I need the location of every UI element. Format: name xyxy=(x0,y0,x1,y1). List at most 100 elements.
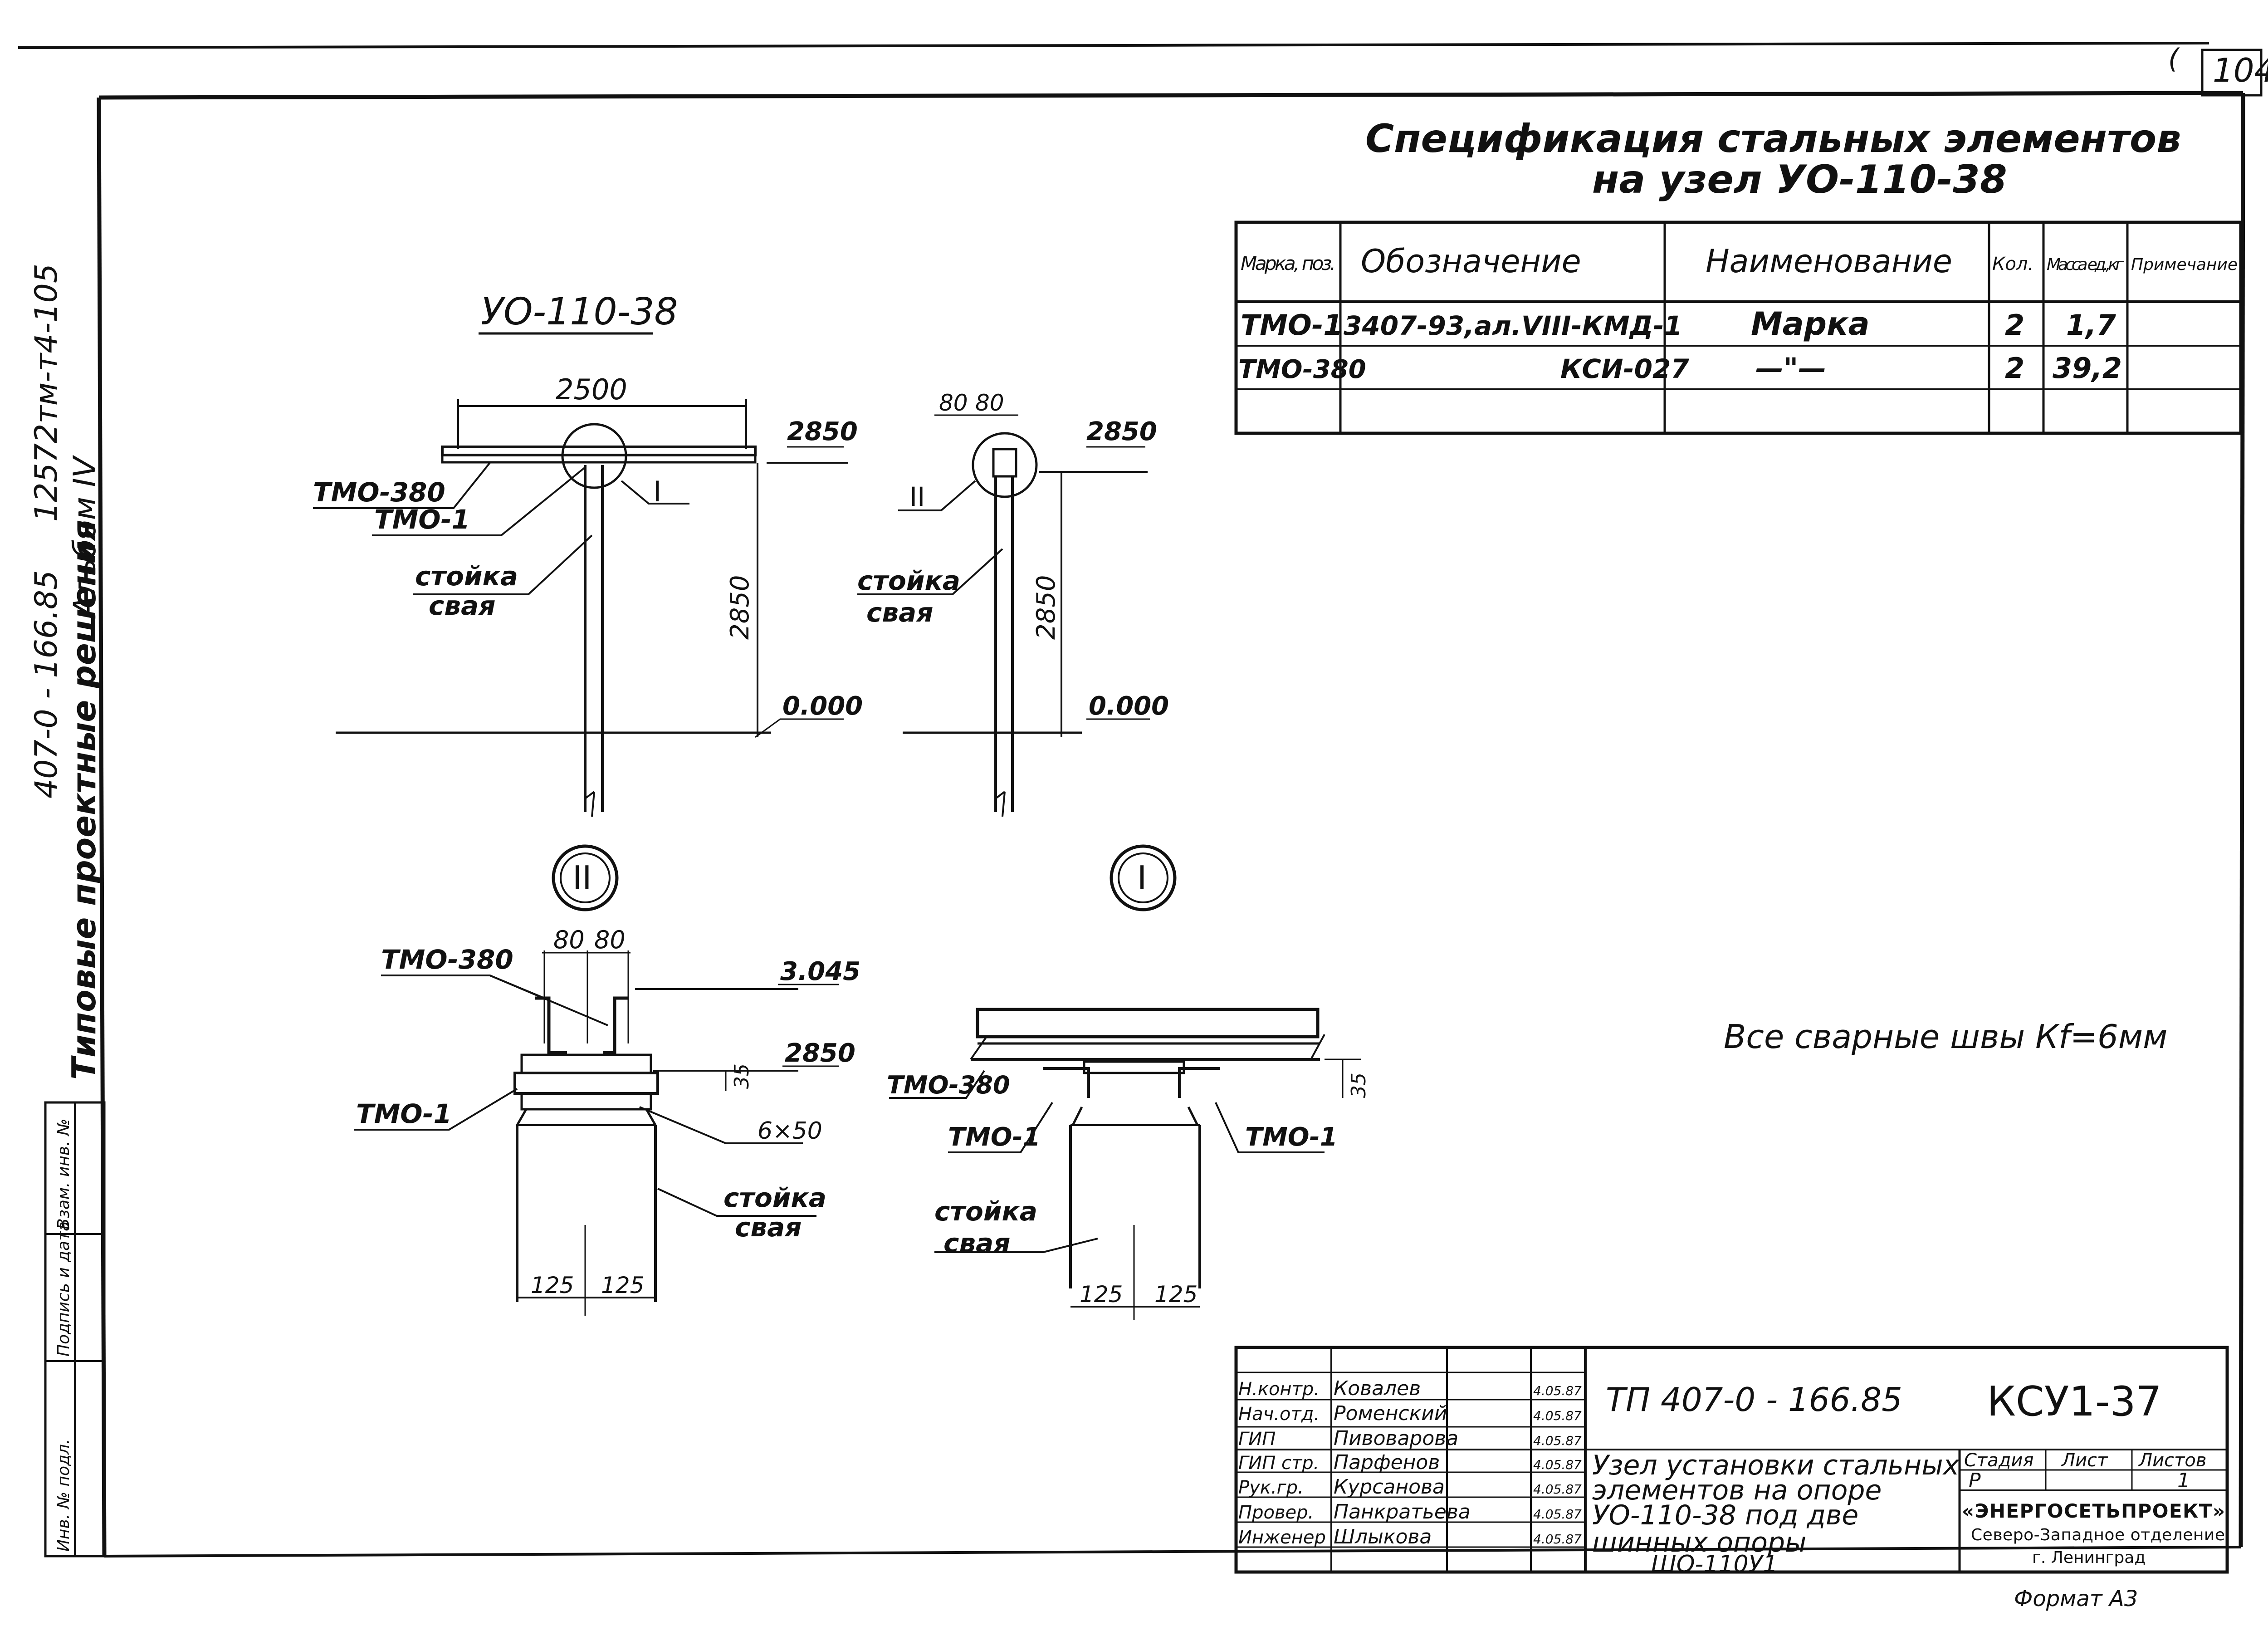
date-0: 4.05.87 xyxy=(1533,1383,1582,1398)
col-header-qty: Кол. xyxy=(1992,254,2033,274)
side-title-line2: 407-0 - 166.85 xyxy=(29,570,64,798)
date-1: 4.05.87 xyxy=(1533,1408,1582,1423)
role-1: Нач.отд. xyxy=(1238,1404,1320,1425)
page-number: 104 xyxy=(2213,51,2268,89)
callout-circle-II xyxy=(972,432,1038,498)
col-header-note: Примечание xyxy=(2131,255,2238,274)
sheets-value: 1 xyxy=(2177,1469,2190,1492)
lbl-stoika-a: стойка xyxy=(415,561,518,592)
side-title-line3: Альбом IV xyxy=(67,455,103,619)
role-6: Инженер xyxy=(1238,1527,1326,1548)
dim-35-d2: 35 xyxy=(730,1063,753,1089)
lbl-tmo1-c: ТМО-1 xyxy=(948,1122,1041,1152)
lbl-tmo1-a: ТМО-1 xyxy=(374,504,470,535)
stamp-inv-no: Инв. № подл. xyxy=(54,1439,73,1552)
detail-II: 80 80 125 125 3.045 2850 35 ТМО-380 ТМО-… xyxy=(354,926,860,1316)
lbl-tmo1-b: ТМО-1 xyxy=(356,1098,452,1129)
dim-80-top-a: 80 xyxy=(939,390,968,416)
title-block: Н.контр. Ковалев 4.05.87 Нач.отд. Роменс… xyxy=(1234,1346,2229,1578)
dim-2500: 2500 xyxy=(556,373,627,406)
org-branch: Северо-Западное отделение xyxy=(1971,1526,2225,1544)
detail-I: 125 125 35 ТМО-380 ТМО-1 ТМО-1 стойка св… xyxy=(887,1008,1370,1320)
col-header-mark: Марка, поз. xyxy=(1241,252,1336,274)
row2-name: —"— xyxy=(1755,352,1826,385)
date-6: 4.05.87 xyxy=(1533,1532,1582,1547)
side-title: Типовые проектные решения 407-0 - 166.85… xyxy=(29,264,103,1080)
svg-text:II: II xyxy=(572,859,591,897)
dim-125-d1-b: 125 xyxy=(1154,1281,1198,1308)
sheet-code: КСУ1-37 xyxy=(1987,1378,2162,1425)
row1-designation: 3407-93,ал.VIII-КМД-1 xyxy=(1344,310,1682,341)
lbl-stoika-c: стойка xyxy=(723,1182,826,1213)
role-4: Рук.гр. xyxy=(1238,1477,1304,1498)
org-name: «ЭНЕРГОСЕТЬПРОЕКТ» xyxy=(1962,1500,2225,1522)
sheet-frame: 104 ( xyxy=(18,42,2268,1558)
date-3: 4.05.87 xyxy=(1533,1457,1582,1472)
left-stamp: Инв. № подл. Подпись и дата Взам. инв. № xyxy=(44,1101,106,1558)
svg-text:I: I xyxy=(1137,859,1147,897)
lbl-svaya-d: свая xyxy=(943,1228,1010,1259)
spec-title-line1: Спецификация стальных элементов xyxy=(1365,116,2181,162)
row1-mark: ТМО-1 xyxy=(1241,309,1343,342)
spec-title-line2: на узел УО-110-38 xyxy=(1592,157,2007,202)
elevation-side: 80 80 2850 2850 0.000 II стойка свая xyxy=(857,390,1169,817)
dim-35-d1: 35 xyxy=(1347,1073,1370,1098)
node-title: УО-110-38 xyxy=(481,290,678,333)
desc-line-4: шинных опоры xyxy=(1592,1527,1806,1558)
name-2: Пивоварова xyxy=(1334,1427,1458,1450)
dim-125-d2-b: 125 xyxy=(601,1272,644,1298)
view-marker-I: I xyxy=(1110,844,1177,911)
lbl-tmo1-d: ТМО-1 xyxy=(1245,1122,1338,1152)
lbl-tmo380-c: ТМО-380 xyxy=(887,1071,1010,1099)
dim-80-d2-b: 80 xyxy=(594,926,626,954)
name-3: Парфенов xyxy=(1334,1451,1440,1474)
date-5: 4.05.87 xyxy=(1533,1507,1582,1522)
lbl-svaya-b: свая xyxy=(866,597,933,628)
row2-designation: КСИ-027 xyxy=(1560,353,1689,384)
dim-125-d1-a: 125 xyxy=(1080,1281,1123,1308)
name-6: Шлыкова xyxy=(1334,1525,1432,1548)
date-4: 4.05.87 xyxy=(1533,1482,1582,1497)
role-5: Провер. xyxy=(1238,1502,1314,1523)
row2-mark: ТМО-380 xyxy=(1238,355,1366,384)
lbl-tmo380-a: ТМО-380 xyxy=(313,477,445,508)
level-2850-b: 2850 xyxy=(1086,417,1157,446)
row2-mass: 39,2 xyxy=(2053,352,2122,385)
org-city: г. Ленинград xyxy=(2032,1548,2146,1567)
dim-125-d2-a: 125 xyxy=(531,1272,574,1298)
name-0: Ковалев xyxy=(1334,1377,1421,1400)
stage-value: Р xyxy=(1969,1469,1981,1492)
row1-name: Марка xyxy=(1751,305,1870,343)
dim-80-top-b: 80 xyxy=(975,390,1004,416)
lbl-stoika-d: стойка xyxy=(934,1196,1037,1227)
spec-table: Марка, поз. Обозначение Наименование Кол… xyxy=(1234,220,2243,435)
stamp-sign-date: Подпись и дата xyxy=(54,1221,73,1357)
name-4: Курсанова xyxy=(1334,1475,1445,1499)
paper-format: Формат А3 xyxy=(2014,1586,2138,1612)
dim-2850-b: 2850 xyxy=(1031,575,1061,640)
corner-mark: ( xyxy=(2168,43,2180,75)
desc-line-2: элементов на опоре xyxy=(1592,1474,1882,1506)
desc-line-5: ШО-110У1 xyxy=(1651,1551,1778,1578)
name-1: Роменский xyxy=(1334,1402,1447,1425)
level-2850-a: 2850 xyxy=(787,417,858,446)
stage-label: Стадия xyxy=(1964,1450,2033,1471)
role-0: Н.контр. xyxy=(1238,1379,1320,1400)
level-0000-a: 0.000 xyxy=(782,691,863,721)
dim-80-d2-a: 80 xyxy=(553,926,585,954)
col-header-designation: Обозначение xyxy=(1361,243,1581,280)
sheet-label: Лист xyxy=(2061,1450,2108,1471)
date-2: 4.05.87 xyxy=(1533,1433,1582,1448)
dim-2850-a: 2850 xyxy=(725,575,755,640)
role-2: ГИП xyxy=(1238,1429,1276,1450)
doc-number: ТП 407-0 - 166.85 xyxy=(1606,1381,1902,1419)
callout-circle-I xyxy=(561,423,627,489)
side-title-line1: Типовые проектные решения xyxy=(65,520,103,1080)
weld-symbol: 6×50 xyxy=(758,1117,822,1145)
col-header-name: Наименование xyxy=(1706,243,1952,280)
level-2850-c: 2850 xyxy=(785,1038,855,1068)
side-title-line4: 12572тм-т4-105 xyxy=(29,264,64,522)
stamp-replace-inv: Взам. инв. № xyxy=(54,1119,73,1229)
role-3: ГИП стр. xyxy=(1238,1453,1319,1474)
